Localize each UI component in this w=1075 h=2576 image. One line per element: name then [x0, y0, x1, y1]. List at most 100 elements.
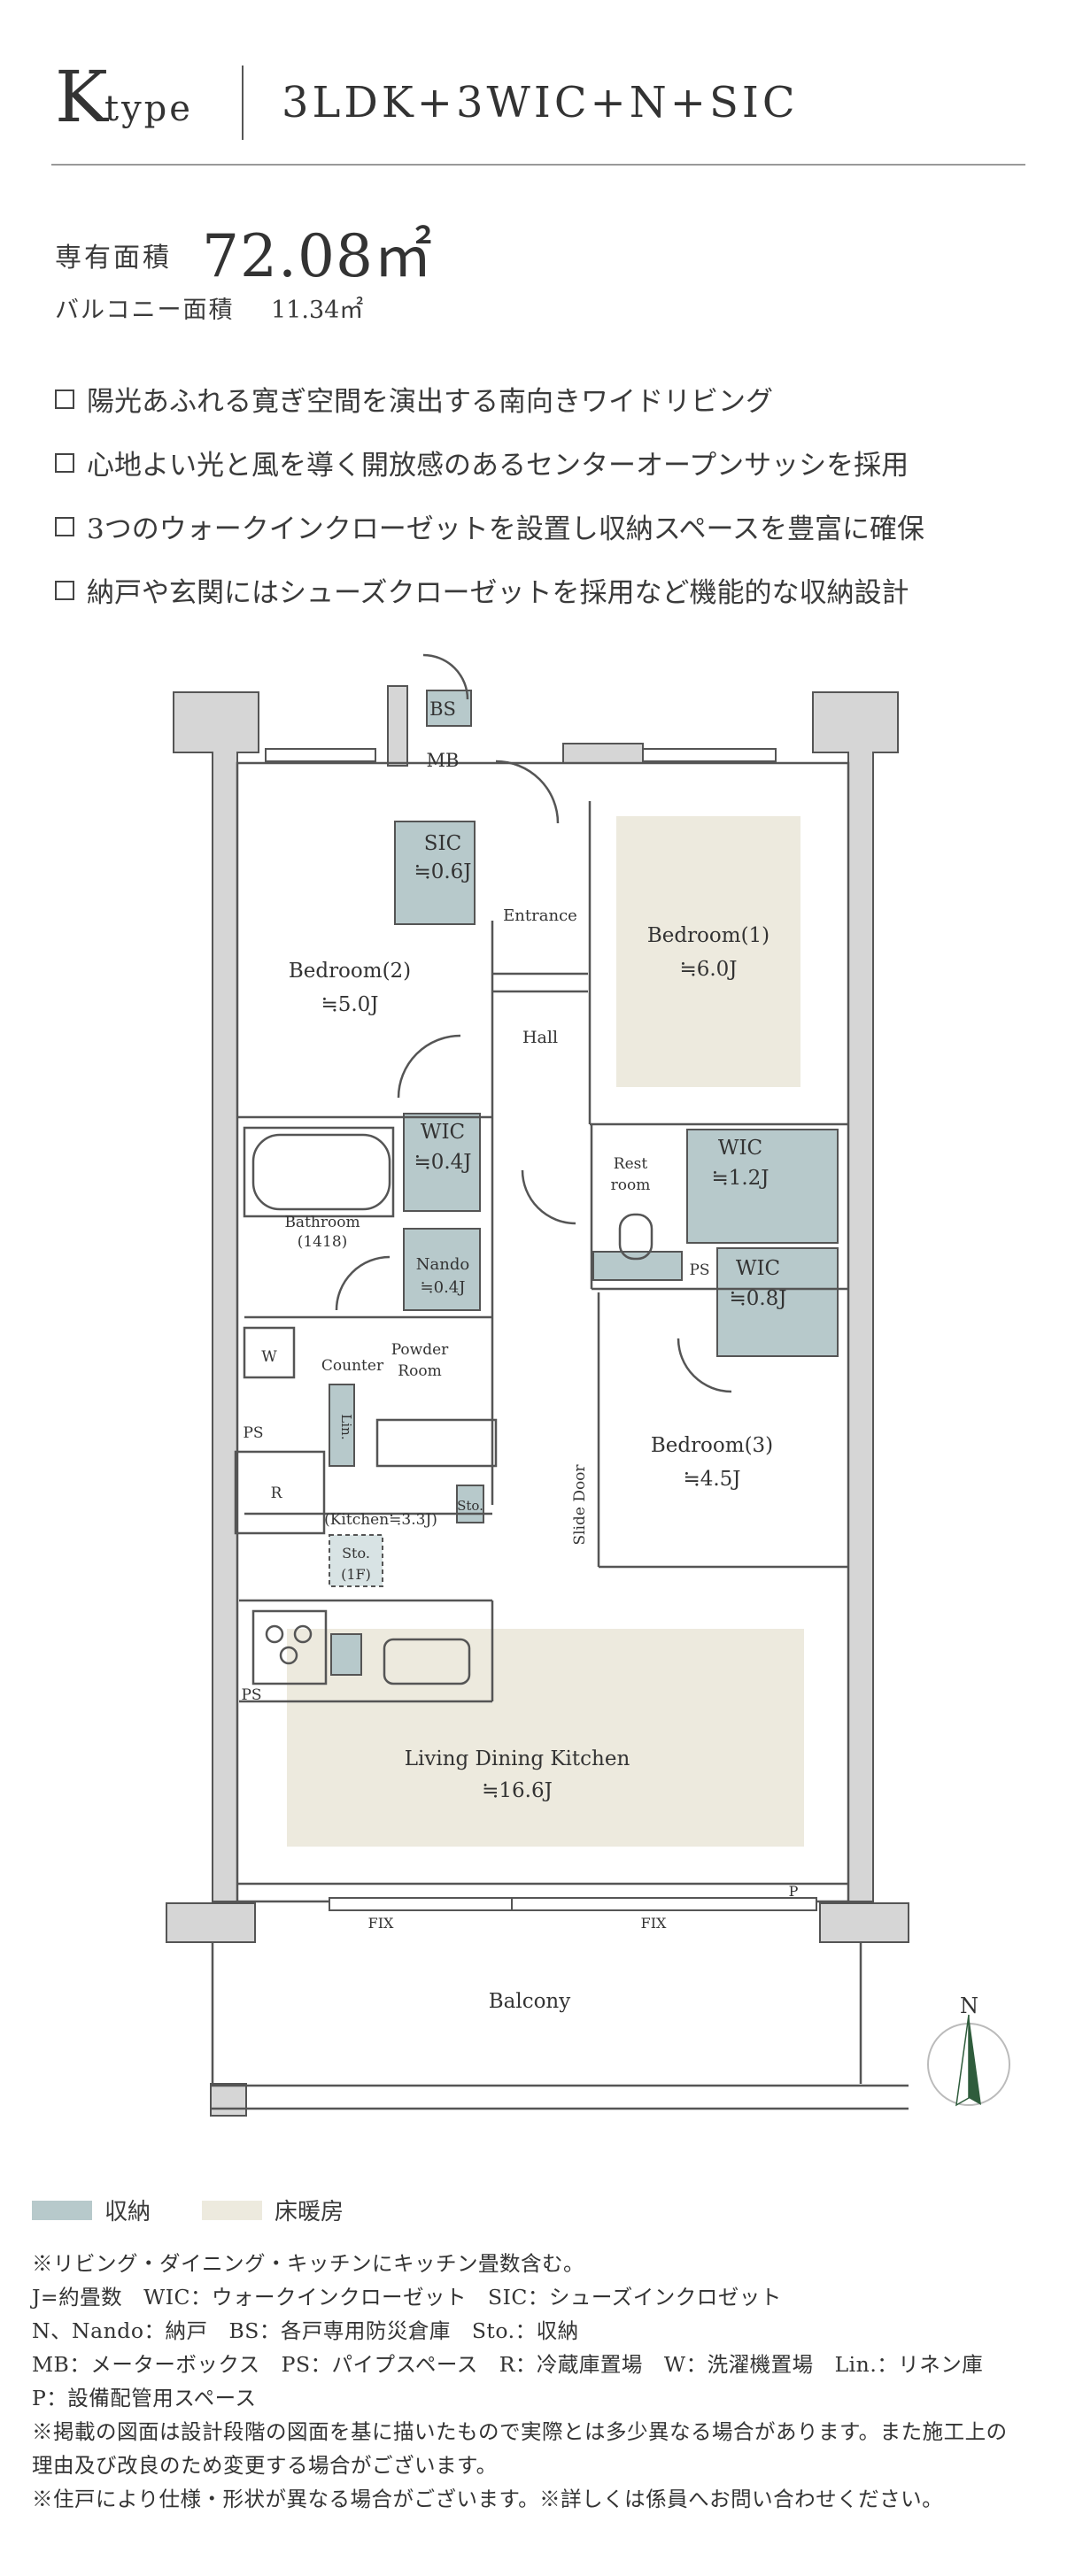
storage-nando	[403, 1228, 481, 1311]
label-bathroom-size: (1418)	[298, 1233, 348, 1251]
note-line: P：設備配管用スペース	[32, 2386, 257, 2410]
cooktop	[251, 1609, 328, 1685]
label-wic3-size: ≒0.8J	[729, 1287, 786, 1310]
checkbox-icon	[55, 580, 74, 600]
feature-text: 心地よい光と風を導く開放感のあるセンターオープンサッシを採用	[87, 450, 909, 482]
label-bedroom2: Bedroom(2)	[289, 960, 411, 983]
label-fix-right: FIX	[641, 1915, 667, 1932]
room-labels: BS MB SIC ≒0.6J Entrance Bedroom(1) ≒6.0…	[241, 698, 798, 2013]
burner-3	[279, 1646, 298, 1665]
header-rule	[51, 164, 1025, 166]
kitchen-sink	[383, 1638, 471, 1685]
label-room: room	[611, 1176, 651, 1194]
fridge-space	[234, 1450, 326, 1535]
label-nando: Nando	[416, 1255, 469, 1274]
north-compass: N	[927, 1994, 1010, 2107]
feature-item: 納戸や玄関にはシューズクローゼットを採用など機能的な収納設計	[55, 570, 909, 610]
label-w: W	[261, 1348, 277, 1366]
note-line: ※掲載の図面は設計段階の図面を基に描いたもので実際とは多少異なる場合があります。…	[32, 2419, 1008, 2444]
window-bed2	[265, 748, 376, 762]
column-right-bottom	[819, 1902, 909, 1943]
storage-areas	[329, 690, 839, 1676]
label-powder-room: Room	[398, 1362, 441, 1380]
note-line: ※住戸により仕様・形状が異なる場合がございます。※詳しくは係員へお問い合わせくだ…	[32, 2487, 944, 2511]
floor-heating-areas	[287, 816, 804, 1847]
label-wic2: WIC	[718, 1137, 762, 1160]
label-fix-left: FIX	[368, 1915, 394, 1932]
label-bs: BS	[429, 698, 456, 720]
checkbox-icon	[55, 516, 74, 536]
north-arrow-outline	[955, 2014, 970, 2107]
window-ldk-right	[511, 1897, 817, 1911]
balcony-area-value: 11.34㎡	[271, 297, 364, 324]
type-letter: K	[55, 56, 108, 138]
label-mb: MB	[427, 750, 460, 771]
bathtub	[251, 1133, 391, 1211]
label-bedroom1-size: ≒6.0J	[679, 958, 737, 981]
label-wic3: WIC	[736, 1257, 780, 1280]
label-ps3: PS	[241, 1686, 261, 1704]
column-left-bottom	[166, 1902, 256, 1943]
plan-type: 3LDK+3WIC+N+SIC	[282, 78, 799, 127]
window-frames	[265, 748, 817, 1911]
type-word: type	[104, 89, 193, 129]
storage-kitchen	[330, 1633, 362, 1676]
label-ldk-size: ≒16.6J	[482, 1779, 553, 1802]
wall-entry-right	[562, 743, 644, 764]
label-sto2-sub: (1F)	[341, 1566, 371, 1583]
label-wic1-size: ≒0.4J	[414, 1151, 471, 1174]
label-sic-size: ≒0.6J	[414, 860, 471, 883]
legend-floor-heating: 床暖房	[275, 2199, 344, 2225]
burner-1	[265, 1624, 284, 1644]
note-line: J=約畳数 WIC：ウォークインクローゼット SIC：シューズインクロゼット	[32, 2285, 782, 2310]
label-bedroom3: Bedroom(3)	[651, 1434, 773, 1457]
label-wic1: WIC	[421, 1121, 465, 1144]
checkbox-icon	[55, 389, 74, 409]
feature-text: 納戸や玄関にはシューズクローゼットを採用など機能的な収納設計	[87, 577, 909, 609]
label-ps2: PS	[243, 1424, 263, 1442]
north-label: N	[960, 1994, 978, 2018]
storage-wic3	[716, 1247, 839, 1357]
legend-storage: 収納	[104, 2199, 151, 2225]
label-rest: Rest	[614, 1155, 648, 1173]
feature-item: 3つのウォークインクローゼットを設置し収納スペースを豊富に確保	[55, 506, 924, 546]
label-bedroom1: Bedroom(1)	[647, 924, 770, 947]
label-bedroom2-size: ≒5.0J	[321, 993, 378, 1016]
door-swing-entrance	[495, 760, 560, 824]
label-nando-size: ≒0.4J	[421, 1278, 466, 1297]
door-swing-bs	[422, 653, 469, 700]
legend-swatch-floor-heating	[202, 2200, 263, 2220]
label-kitchen: (Kitchen≒3.3J)	[324, 1511, 437, 1529]
storage-bs	[426, 690, 472, 727]
label-sto2: Sto.	[342, 1545, 370, 1562]
label-ps1: PS	[689, 1261, 709, 1279]
note-line: N、Nando：納戸 BS：各戸専用防災倉庫 Sto.：収納	[32, 2318, 579, 2343]
note-line: MB：メーターボックス PS：パイプスペース R：冷蔵庫置場 W：洗濯機置場 L…	[32, 2352, 984, 2377]
label-slide-door: Slide Door	[571, 1464, 589, 1546]
window-ldk-left	[329, 1897, 513, 1911]
bathtub-frame	[243, 1126, 395, 1218]
label-balcony: Balcony	[489, 1990, 571, 2013]
wall-left	[173, 691, 259, 1902]
note-line: ※リビング・ダイニング・キッチンにキッチン畳数含む。	[32, 2251, 584, 2276]
title-divider	[242, 66, 244, 140]
label-powder: Powder	[391, 1341, 449, 1359]
checkbox-icon	[55, 452, 74, 473]
label-ldk: Living Dining Kitchen	[405, 1747, 630, 1770]
column-balcony	[210, 2083, 247, 2117]
floor-heating-bedroom1	[616, 816, 800, 1087]
door-swing-bath	[335, 1255, 391, 1311]
washer-space	[243, 1326, 296, 1379]
door-swing-rest	[521, 1169, 576, 1225]
area-value: 72.08㎡	[202, 222, 433, 290]
window-bed1	[642, 748, 777, 762]
label-bedroom3-size: ≒4.5J	[683, 1468, 740, 1491]
interior-walls	[211, 653, 909, 2110]
burner-2	[293, 1624, 313, 1644]
label-bathroom: Bathroom	[284, 1214, 360, 1231]
toilet	[618, 1213, 654, 1261]
storage-sic	[394, 821, 476, 925]
legend-swatch-storage	[32, 2200, 92, 2220]
door-swing-bed2	[397, 1034, 461, 1099]
